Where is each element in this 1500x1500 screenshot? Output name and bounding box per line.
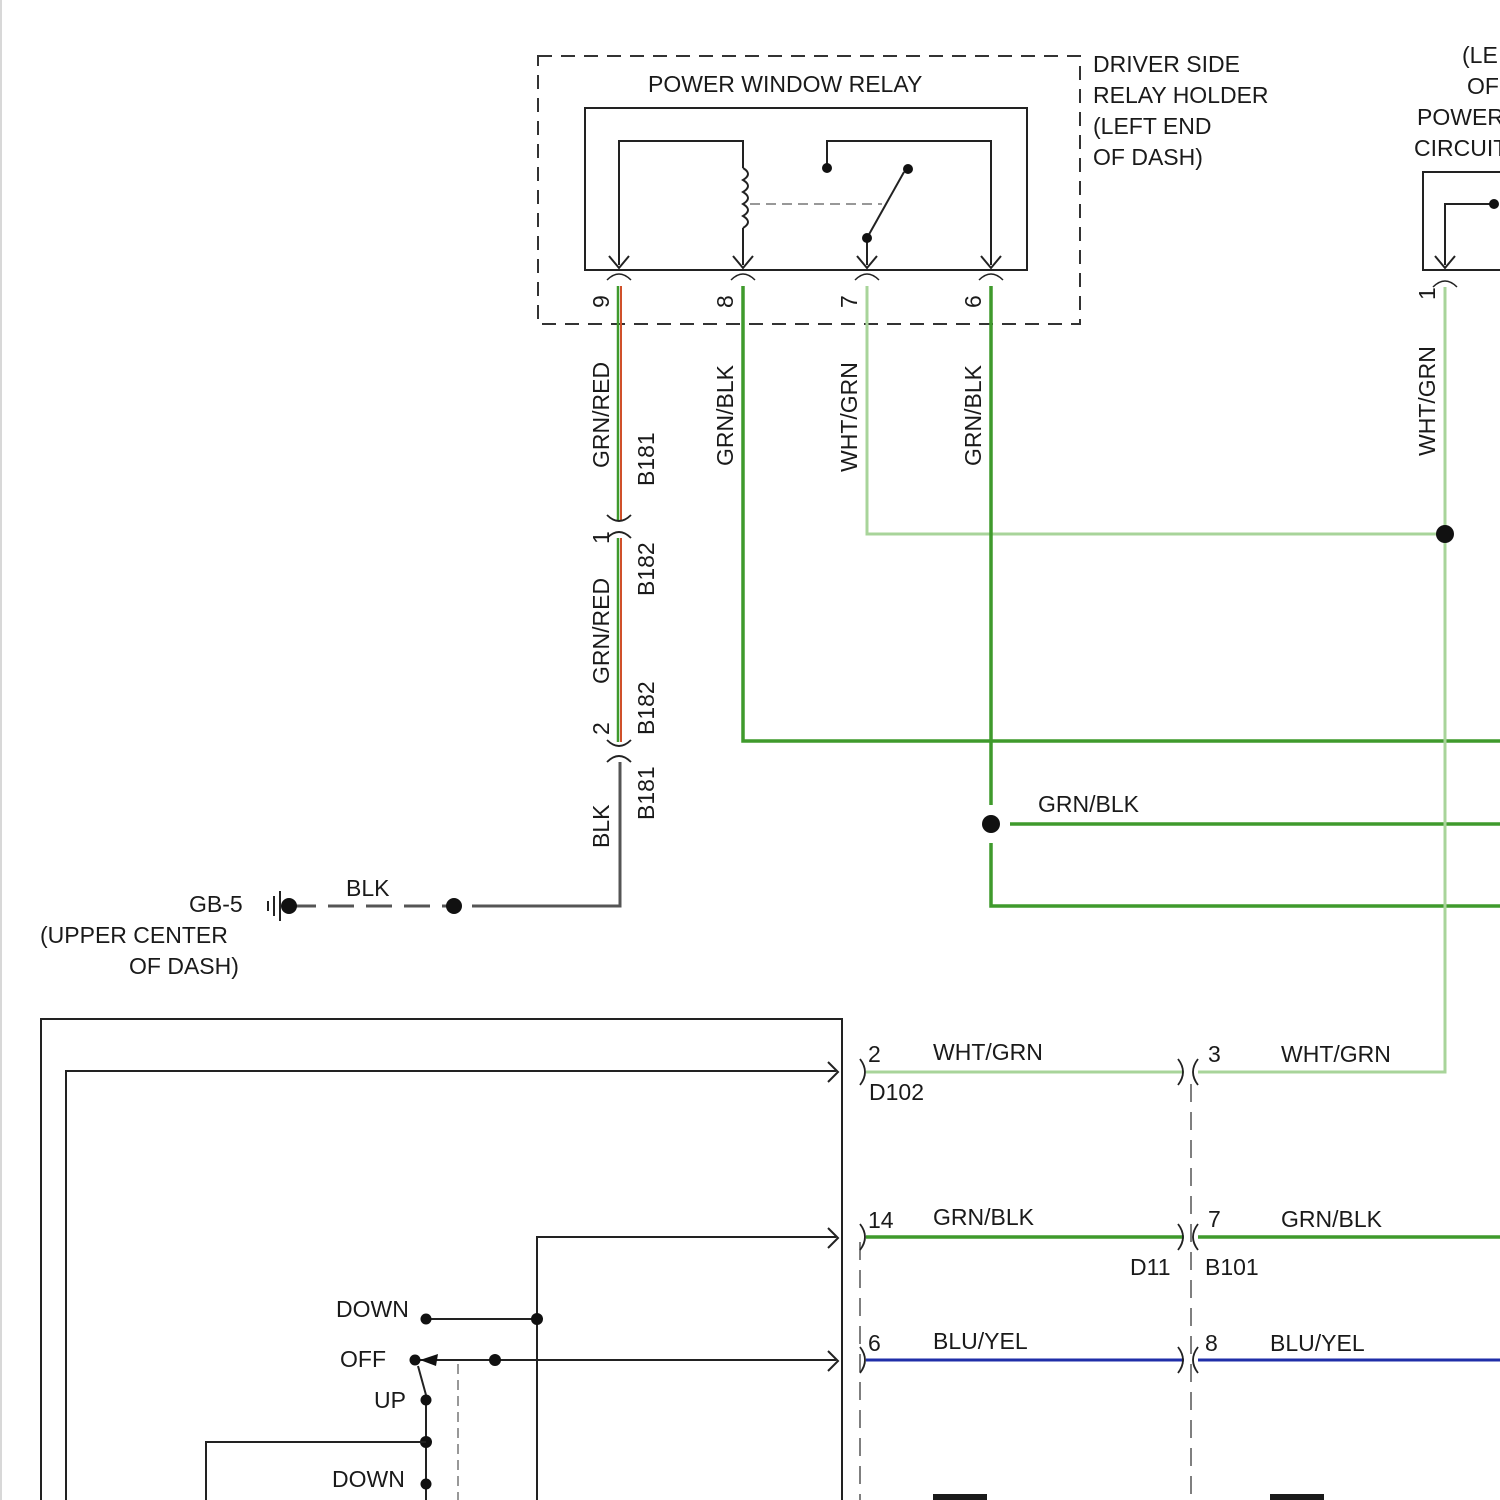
right-block-label-4: CIRCUIT — [1414, 135, 1500, 161]
wire-label-pin8: GRN/BLK — [712, 364, 738, 466]
relay-pin-9: 9 — [588, 295, 614, 308]
switch-position-up: UP — [374, 1387, 406, 1413]
switch-contact-dot — [410, 1355, 421, 1366]
harness-row-1-right-pin: 3 — [1208, 1041, 1221, 1067]
harness-row-3-right-wire: BLU/YEL — [1270, 1330, 1365, 1356]
relay-body — [585, 108, 1027, 270]
switch-position-down: DOWN — [336, 1296, 409, 1322]
harness-row-3-right-pin: 8 — [1205, 1330, 1218, 1356]
connector-b182-pin2: 2 — [588, 722, 614, 735]
wire-label-blk-ground: BLK — [346, 875, 390, 901]
right-block-body — [1423, 172, 1500, 270]
cutoff-label-fragment — [933, 1494, 987, 1500]
harness-row-1-right-wire: WHT/GRN — [1281, 1041, 1391, 1067]
switch-line-row2 — [537, 1237, 836, 1500]
wire-grn-red — [618, 286, 621, 742]
relay-coil — [619, 141, 748, 265]
harness-row-3-left-wire: BLU/YEL — [933, 1328, 1028, 1354]
connector-b181-b182-lower — [607, 740, 631, 762]
ground-location-1: (UPPER CENTER — [40, 922, 228, 948]
relay-contact-dot — [822, 163, 832, 173]
harness-row-1-left-conn: D102 — [869, 1079, 924, 1105]
right-block-pin-socket — [1433, 281, 1457, 287]
harness-row-2-left-pin: 14 — [868, 1207, 894, 1233]
splice-dot — [1436, 525, 1454, 543]
harness-row-2-left-wire: GRN/BLK — [933, 1204, 1035, 1230]
harness-row-2-left-conn: D11 — [1130, 1254, 1171, 1280]
switch-position-down-2: DOWN — [332, 1466, 405, 1492]
cutoff-label-fragment — [1270, 1494, 1324, 1500]
wire-wht-grn-pin7 — [867, 286, 1445, 534]
ground-symbol-icon — [268, 891, 280, 921]
ground-id: GB-5 — [189, 891, 243, 917]
harness-row-2-right-conn: B101 — [1205, 1254, 1259, 1280]
wire-label-blk-vertical: BLK — [588, 804, 614, 848]
relay-pin-arrows — [609, 256, 1001, 268]
wire-label-grn-blk-branch: GRN/BLK — [1038, 791, 1140, 817]
relay-pin-7: 7 — [836, 295, 862, 308]
relay-contact-dot — [903, 164, 913, 174]
switch-line-row1 — [66, 1071, 836, 1500]
relay-holder-label-2: RELAY HOLDER — [1093, 82, 1269, 108]
wire-label-pin7: WHT/GRN — [836, 362, 862, 472]
wire-grn-blk-pin6-lower — [991, 843, 1500, 906]
splice-dot — [446, 898, 462, 914]
harness-row-2-right-wire: GRN/BLK — [1281, 1206, 1383, 1232]
wire-label-pin9: GRN/RED — [588, 362, 614, 468]
harness-row-3-left-pin: 6 — [868, 1330, 881, 1356]
right-block-internal — [1445, 204, 1494, 265]
harness-row-2-right-pin: 7 — [1208, 1206, 1221, 1232]
relay-holder-label-3: (LEFT END — [1093, 113, 1211, 139]
switch-box — [41, 1019, 842, 1500]
wire-label-right-block: WHT/GRN — [1414, 346, 1440, 456]
relay-contact-dot — [862, 233, 872, 243]
wire-label-b182: GRN/RED — [588, 578, 614, 684]
right-block-contact-dot — [1489, 199, 1499, 209]
switch-position-off: OFF — [340, 1346, 386, 1372]
wire-grn-blk-pin8 — [743, 286, 1500, 741]
right-block-pin: 1 — [1414, 287, 1440, 300]
harness-row-1-left-pin: 2 — [868, 1041, 881, 1067]
ground-point-dot — [281, 898, 297, 914]
switch-contact-dot — [421, 1479, 432, 1490]
relay-title: POWER WINDOW RELAY — [648, 71, 922, 97]
connector-label-b181-top: B181 — [633, 432, 659, 486]
connector-label-b182-bottom: B182 — [633, 681, 659, 735]
switch-blade — [418, 1366, 426, 1395]
relay-holder-label-4: OF DASH) — [1093, 144, 1203, 170]
relay-pin-6: 6 — [960, 295, 986, 308]
switch-pointer-icon — [420, 1354, 438, 1366]
splice-dot — [489, 1354, 501, 1366]
wire-label-pin6: GRN/BLK — [960, 364, 986, 466]
relay-holder-label-1: DRIVER SIDE — [1093, 51, 1240, 77]
right-block-label-2: OF — [1467, 73, 1499, 99]
right-block-label-3: POWER — [1417, 104, 1500, 130]
connector-b182-pin1: 1 — [588, 531, 614, 544]
harness-row-1-left-wire: WHT/GRN — [933, 1039, 1043, 1065]
wire-wht-grn-right-lower — [1198, 534, 1445, 1072]
connector-label-b182-top: B182 — [633, 542, 659, 596]
ground-location-2: OF DASH) — [129, 953, 239, 979]
splice-dot — [982, 815, 1000, 833]
connector-label-b181-bottom: B181 — [633, 766, 659, 820]
relay-contacts — [827, 141, 991, 265]
switch-contact-dot — [421, 1314, 432, 1325]
relay-pin-8: 8 — [712, 295, 738, 308]
splice-dot — [531, 1313, 543, 1325]
right-block-label-1: (LE — [1462, 42, 1498, 68]
switch-contact-dot — [421, 1395, 432, 1406]
relay-pin-sockets — [607, 274, 1003, 280]
